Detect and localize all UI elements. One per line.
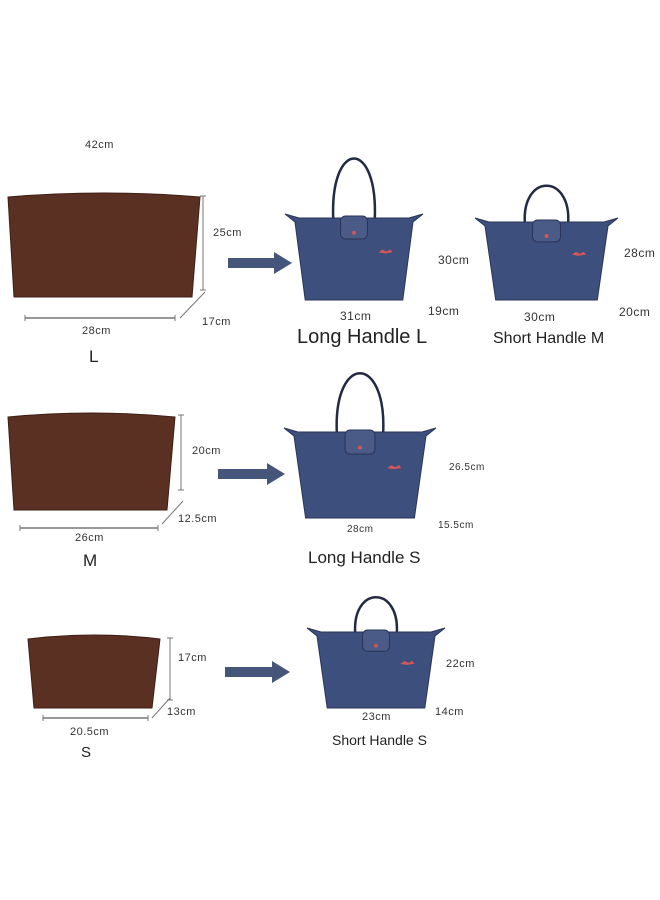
bag-short-s-snap xyxy=(374,643,378,648)
organizer-l-depth-line xyxy=(179,291,206,319)
bag-long-l-width: 31cm xyxy=(340,309,372,323)
organizer-s-height: 17cm xyxy=(178,652,207,664)
organizer-m-image xyxy=(7,412,176,511)
bag-long-s-flap xyxy=(344,429,376,455)
bag-short-s-name: Short Handle S xyxy=(332,732,427,748)
organizer-s-depth: 13cm xyxy=(167,706,196,718)
bag-short-s-depth: 14cm xyxy=(435,706,464,718)
organizer-l-image xyxy=(7,192,201,298)
bag-short-m-snap xyxy=(544,234,549,239)
bag-long-l-body xyxy=(284,213,424,301)
bag-short-s-width: 23cm xyxy=(362,711,391,723)
arrow-m-icon xyxy=(218,463,285,485)
bag-long-s-name: Long Handle S xyxy=(308,548,421,567)
bag-short-m-body xyxy=(474,217,619,301)
bag-short-s-logo-icon xyxy=(400,660,415,665)
bag-long-l-height: 30cm xyxy=(438,253,470,267)
bag-long-l-flap xyxy=(340,215,368,240)
organizer-l-width: 28cm xyxy=(82,325,111,337)
organizer-m-height: 20cm xyxy=(192,445,221,457)
organizer-l-height: 25cm xyxy=(213,227,242,239)
bag-long-l-depth: 19cm xyxy=(428,304,460,318)
bag-long-l-logo-icon xyxy=(378,249,393,254)
bag-short-m-flap xyxy=(532,219,561,243)
arrow-l-icon xyxy=(228,252,292,274)
bag-long-s-depth: 15.5cm xyxy=(438,520,474,531)
organizer-l-top-width: 42cm xyxy=(85,139,114,151)
bag-short-m-height: 28cm xyxy=(624,246,656,260)
bag-short-s-height: 22cm xyxy=(446,658,475,670)
organizer-m-width: 26cm xyxy=(75,532,104,544)
bag-short-s-handle xyxy=(353,596,399,635)
organizer-m-size: M xyxy=(83,551,98,570)
bag-long-s-logo-icon xyxy=(387,465,402,470)
organizer-l-size: L xyxy=(89,347,99,366)
organizer-m-depth-line xyxy=(161,500,184,525)
bag-long-s-handle xyxy=(335,372,385,435)
bag-long-l-snap xyxy=(352,230,356,235)
organizer-l-depth: 17cm xyxy=(202,316,231,328)
bag-long-l-name: Long Handle L xyxy=(297,326,428,348)
organizer-s-width: 20.5cm xyxy=(70,726,110,738)
bag-short-s-flap xyxy=(362,629,390,652)
bag-short-m-logo-icon xyxy=(571,251,586,256)
organizer-s-size: S xyxy=(81,744,92,761)
bag-long-s-snap xyxy=(358,445,362,450)
organizer-s-depth-line xyxy=(151,697,171,719)
bag-short-m-width: 30cm xyxy=(524,310,556,324)
bag-short-m-handle xyxy=(523,184,570,225)
organizer-s-image xyxy=(27,634,161,709)
bag-short-s-body xyxy=(306,627,446,709)
organizer-m-depth: 12.5cm xyxy=(178,513,218,525)
bag-short-m-depth: 20cm xyxy=(619,305,651,319)
bag-long-l-handle xyxy=(331,157,377,221)
bag-long-s-height: 26.5cm xyxy=(449,462,485,473)
bag-short-m-name: Short Handle M xyxy=(493,330,605,347)
bag-long-s-body xyxy=(283,427,437,519)
arrow-s-icon xyxy=(225,661,290,683)
bag-long-s-width: 28cm xyxy=(347,524,374,535)
